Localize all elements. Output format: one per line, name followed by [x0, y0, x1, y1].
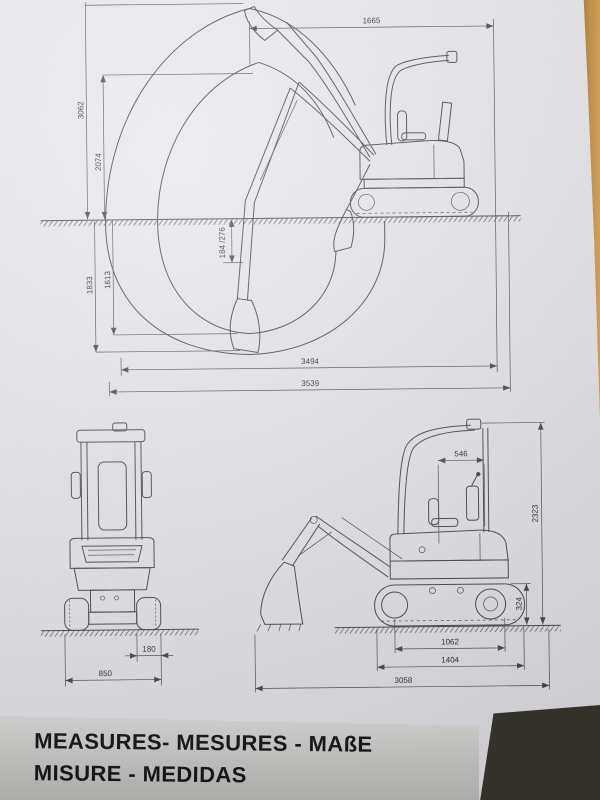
dim-label-reach-at-ground: 3494 — [301, 357, 319, 366]
side-view-diagram: 546 2323 324 1062 1404 3058 — [254, 418, 561, 693]
excavator-front-silhouette — [64, 422, 162, 631]
dim-label-max-reach: 3539 — [301, 379, 319, 388]
working-envelope-curves — [105, 8, 386, 356]
dim-label-canopy-width: 546 — [454, 449, 468, 458]
ground-line-side — [334, 624, 561, 634]
front-view-diagram: 180 850 — [40, 422, 199, 687]
front-view-dimensions: 180 850 — [64, 633, 174, 687]
dim-label-blade-range: 184 /276 — [218, 227, 227, 259]
dim-label-track-height: 324 — [515, 596, 524, 610]
dim-label-overall-width: 850 — [99, 669, 113, 678]
dim-label-dump-height: 2074 — [94, 153, 103, 171]
dim-label-max-height: 3062 — [76, 101, 85, 119]
dim-label-top-reach: 1665 — [363, 16, 381, 25]
title-banner-text: MEASURES- MESURES - MAßE MISURE - MEDIDA… — [34, 725, 373, 793]
dim-label-tumbler-distance: 1062 — [441, 637, 459, 646]
banner-accent-shape — [480, 705, 600, 800]
title-banner: MEASURES- MESURES - MAßE MISURE - MEDIDA… — [0, 716, 479, 800]
banner-line-2: MISURE - MEDIDAS — [33, 760, 247, 788]
technical-drawing: 1665 3062 2074 1833 1613 184 /276 3494 — [40, 2, 561, 693]
working-range-dimensions: 1665 3062 2074 1833 1613 184 /276 3494 — [76, 2, 511, 397]
working-range-diagram: 1665 3062 2074 1833 1613 184 /276 3494 — [40, 2, 521, 397]
dim-label-overall-height: 2323 — [531, 504, 540, 522]
side-view-dimensions: 546 2323 324 1062 1404 3058 — [254, 422, 550, 693]
boom-arm-positions — [229, 5, 377, 354]
ground-line-front — [40, 628, 199, 637]
dim-label-dig-depth: 1833 — [85, 276, 94, 294]
dim-label-track-shoe-width: 180 — [142, 645, 156, 654]
dim-label-overall-length: 3058 — [394, 676, 412, 685]
dim-label-track-length: 1404 — [441, 655, 459, 664]
excavator-silhouette-top — [349, 50, 479, 218]
banner-line-1: MEASURES- MESURES - MAßE — [34, 728, 373, 757]
dim-label-vertical-dig-depth: 1613 — [103, 271, 112, 289]
excavator-side-silhouette — [256, 418, 526, 632]
